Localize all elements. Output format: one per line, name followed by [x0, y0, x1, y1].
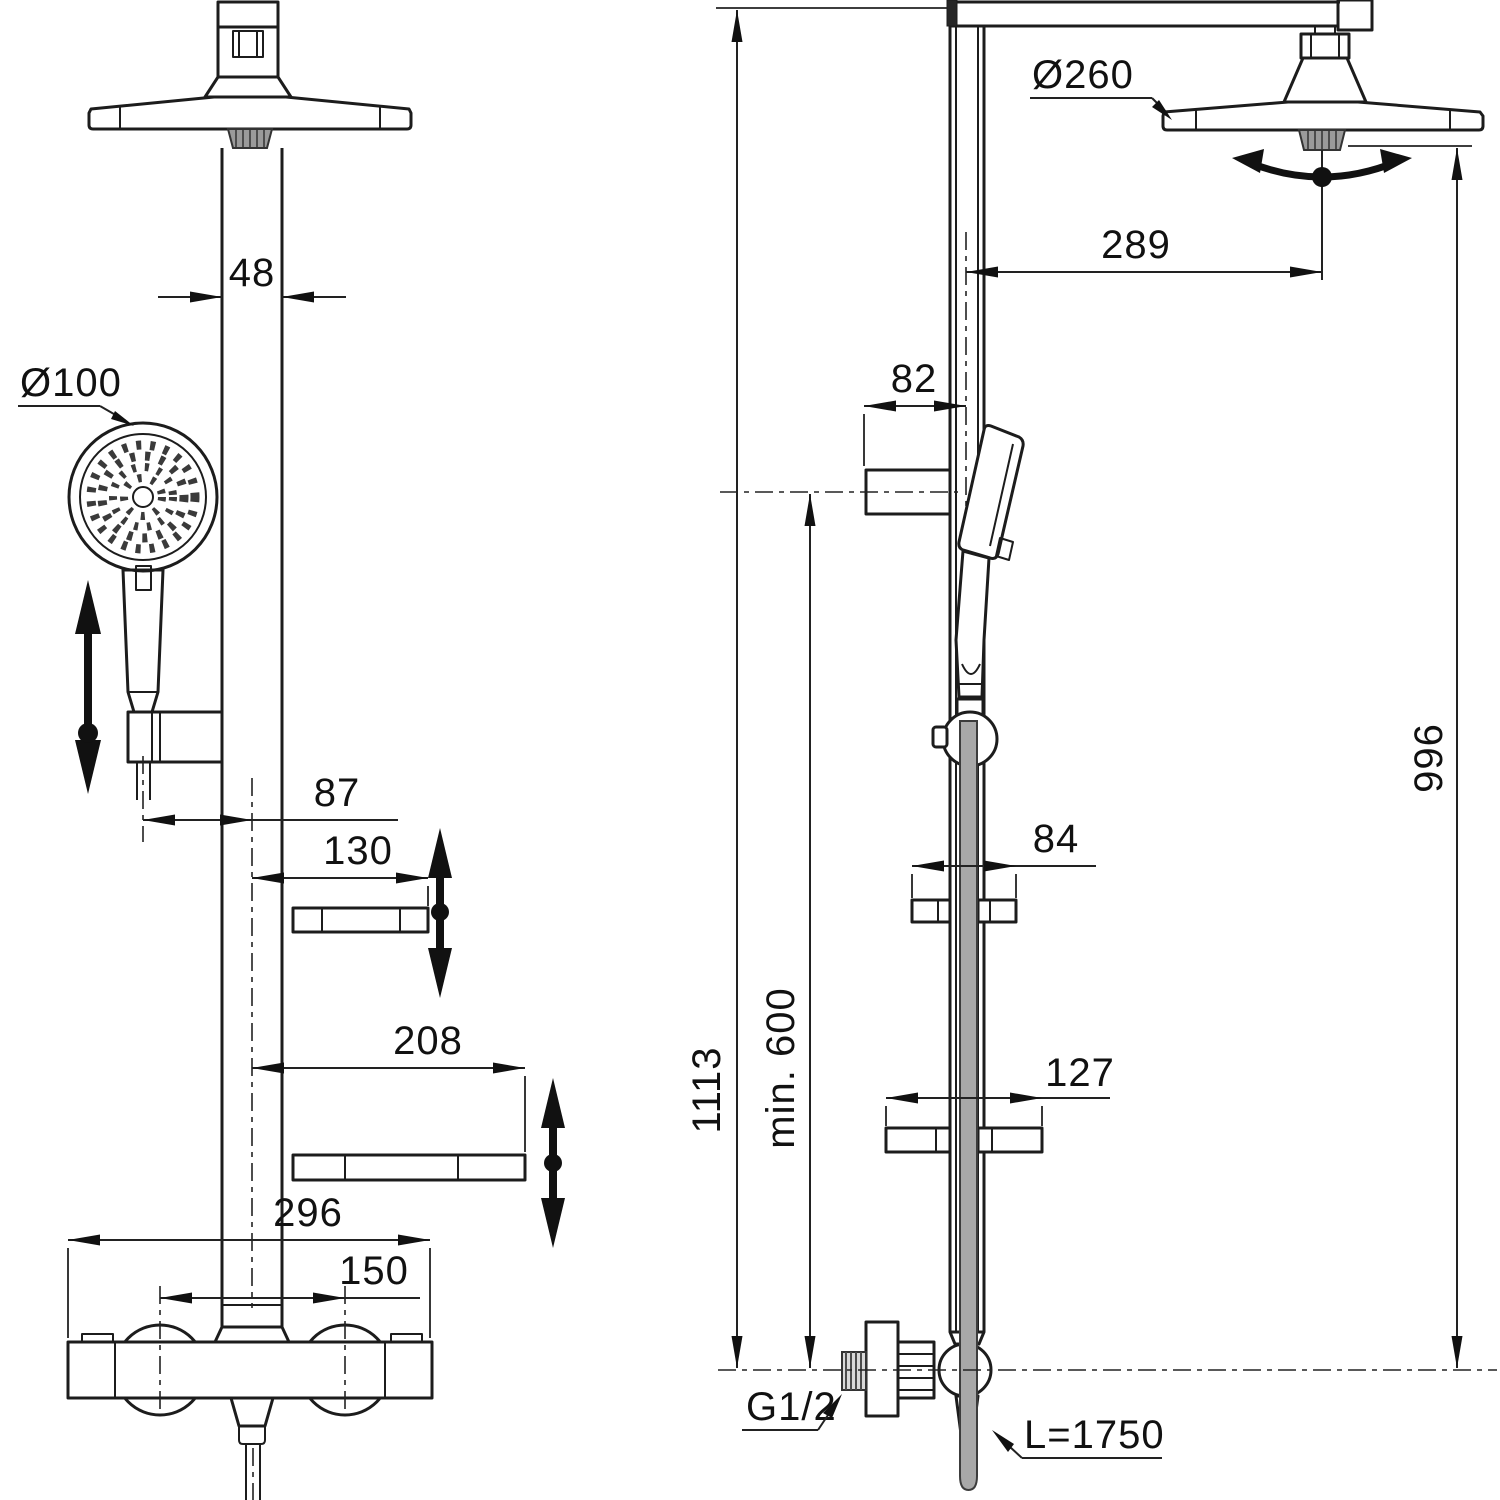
dim-hose-length: L=1750 — [992, 1413, 1165, 1459]
spray-ring-inner — [120, 474, 166, 520]
spray-center — [132, 486, 154, 508]
lower-shelf-side — [884, 1126, 1044, 1154]
upper-shelf-front — [291, 906, 430, 934]
dim-label-hose-to-column: 87 — [314, 771, 361, 815]
shelf-adjust-arrow-icon — [541, 1078, 565, 1248]
hand-shower-head-side — [957, 424, 1025, 560]
head-cone-front — [203, 75, 293, 99]
hose-outlet-front — [229, 1396, 275, 1428]
column-base-front — [213, 1325, 291, 1344]
dim-lower-shelf-depth: 127 — [885, 1051, 1115, 1126]
dim-mixer-width: 296 — [67, 1191, 431, 1338]
mixer-body-side — [864, 1320, 900, 1418]
dim-label-head-shower-diameter: Ø260 — [1032, 53, 1134, 97]
head-cone-side — [1282, 56, 1368, 104]
dim-label-lower-shelf-reach: 208 — [393, 1019, 463, 1063]
front-view: 48 Ø100 87 130 208 — [18, 0, 565, 1500]
dim-connection-spacing: 150 — [159, 1249, 420, 1412]
dim-label-column-width: 48 — [229, 251, 276, 295]
swivel-nut-front — [232, 30, 264, 58]
upper-shelf-side — [910, 898, 1018, 924]
spray-ring — [97, 451, 189, 543]
dim-overall-height: 1113 — [685, 7, 948, 1368]
ceiling-arm-end-front — [216, 0, 280, 29]
dim-upper-shelf-depth: 84 — [911, 817, 1096, 898]
hand-shower-handle-side — [954, 549, 991, 699]
hand-shower-front — [67, 421, 224, 842]
hand-shower-clip-side — [995, 537, 1014, 561]
dim-label-lower-shelf-depth: 127 — [1045, 1051, 1115, 1095]
dim-head-shower-reach: 289 — [966, 223, 1322, 278]
hand-shower-clip-front — [135, 565, 152, 591]
dim-label-head-face-height: 996 — [1407, 723, 1451, 793]
dim-label-inlet-thread: G1/2 — [746, 1385, 837, 1429]
dim-label-connection-spacing: 150 — [339, 1249, 409, 1293]
dim-label-hand-shower-diameter: Ø100 — [20, 361, 122, 405]
swivel-nut-side — [1299, 32, 1351, 60]
arm-wall-cap — [946, 0, 958, 27]
shower-hose-side — [959, 720, 978, 1492]
dim-hose-to-column: 87 — [143, 771, 398, 826]
hand-shower-side — [931, 424, 1025, 768]
head-disc-side — [1161, 100, 1485, 132]
head-disc-front — [87, 95, 413, 131]
dim-label-overall-height: 1113 — [685, 1046, 729, 1133]
dim-inlet-thread: G1/2 — [742, 1385, 842, 1431]
dim-label-upper-shelf-reach: 130 — [323, 829, 393, 873]
dim-label-min-mounting-height: min. 600 — [759, 987, 803, 1148]
dim-head-shower-diameter: Ø260 — [1030, 53, 1172, 120]
head-shower-side — [946, 0, 1485, 280]
temperature-knob-cap-left — [81, 1333, 114, 1343]
hand-shower-holder-front — [126, 710, 224, 764]
dim-label-mixer-width: 296 — [273, 1191, 343, 1235]
holder-knob — [931, 725, 949, 749]
shelf-adjust-arrow-icon — [428, 828, 452, 998]
thermostatic-mixer-front — [66, 1323, 434, 1500]
dim-hand-shower-diameter: Ø100 — [18, 361, 134, 426]
spray-ring — [109, 463, 177, 531]
dim-column-width: 48 — [158, 251, 346, 303]
dim-upper-shelf-reach: 130 — [252, 829, 429, 906]
dim-label-head-shower-reach: 289 — [1101, 223, 1171, 267]
hand-shower-handle-front — [121, 568, 165, 714]
column-front — [213, 148, 291, 1344]
side-view: 1113 min. 600 996 289 Ø260 — [685, 0, 1497, 1492]
dim-label-hose-length: L=1750 — [1024, 1413, 1165, 1457]
mixer-body-front — [66, 1340, 434, 1400]
dim-wall-bracket-depth: 82 — [863, 357, 966, 466]
height-adjust-arrow-icon — [75, 580, 101, 794]
dim-head-face-height: 996 — [1348, 145, 1472, 1368]
dim-min-mounting-height: min. 600 — [759, 494, 816, 1368]
dim-label-upper-shelf-depth: 84 — [1033, 817, 1080, 861]
spray-ring-outer — [86, 440, 200, 554]
head-shower-front — [87, 0, 413, 149]
swivel-housing-front — [216, 25, 280, 79]
flow-knob-cap-right — [390, 1333, 423, 1343]
arm-end-cap-side — [1336, 0, 1374, 32]
swivel-arrow-icon — [1232, 149, 1412, 187]
lower-shelf-front — [291, 1153, 527, 1182]
dim-lower-shelf-reach: 208 — [252, 1019, 526, 1152]
dim-label-wall-bracket-depth: 82 — [891, 357, 938, 401]
